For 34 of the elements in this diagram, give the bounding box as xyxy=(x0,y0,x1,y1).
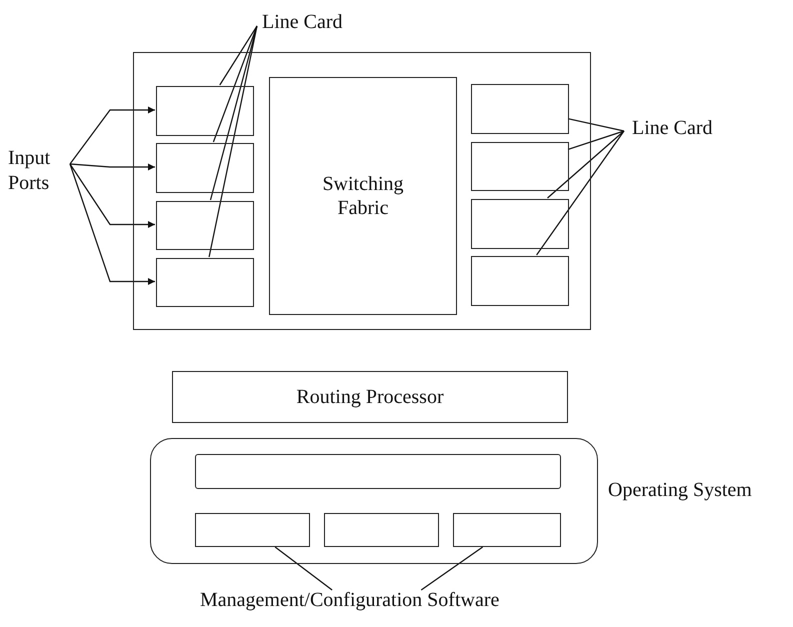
arrow xyxy=(70,164,155,228)
line-card-box xyxy=(156,143,254,193)
leader-line xyxy=(219,26,258,86)
arrow xyxy=(70,106,155,164)
line-card-box xyxy=(471,142,569,191)
line-card-box xyxy=(156,201,254,250)
management-software-label: Management/Configuration Software xyxy=(200,588,500,613)
leader-line xyxy=(274,546,332,590)
arrow xyxy=(70,163,155,170)
leader-line xyxy=(212,26,258,142)
leader-line xyxy=(547,130,624,198)
operating-system-label: Operating System xyxy=(608,478,752,503)
leader-line xyxy=(536,130,624,256)
os-layer-bar xyxy=(195,454,561,489)
software-module-box xyxy=(324,513,439,547)
line-card-label: Line Card xyxy=(632,116,713,141)
arrow xyxy=(69,164,155,285)
leader-line xyxy=(210,26,258,200)
leader-line xyxy=(568,130,624,150)
line-card-box xyxy=(156,86,254,136)
software-module-box xyxy=(453,513,561,547)
leader-line xyxy=(208,26,258,258)
line-card-box xyxy=(471,199,569,249)
input-ports-label: Input Ports xyxy=(8,146,66,196)
line-card-label: Line Card xyxy=(262,10,343,35)
leader-line xyxy=(420,546,484,590)
chassis-box xyxy=(133,52,591,330)
line-card-box xyxy=(156,258,254,307)
line-card-box xyxy=(471,256,569,306)
routing-processor-box: Routing Processor xyxy=(172,371,568,423)
switching-fabric-box: Switching Fabric xyxy=(269,77,457,315)
leader-line xyxy=(568,118,624,132)
software-module-box xyxy=(195,513,310,547)
line-card-box xyxy=(471,84,569,134)
